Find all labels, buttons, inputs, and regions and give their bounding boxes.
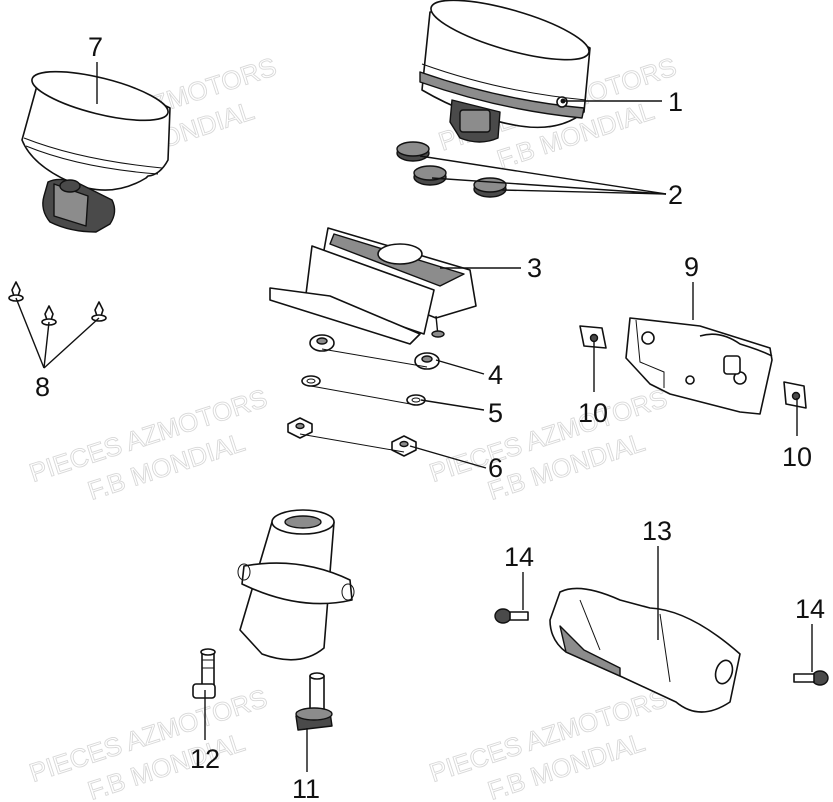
callout-9: 9 [684, 252, 699, 282]
callout-4: 4 [488, 360, 503, 390]
part-13-cover [549, 587, 741, 713]
callout-labels: 1 2 3 4 5 6 7 8 9 10 10 11 12 13 14 14 [35, 32, 825, 802]
part-14-screws [494, 608, 829, 686]
callout-12: 12 [190, 744, 220, 774]
callout-11: 11 [292, 774, 320, 802]
part-10-clip-nuts [579, 325, 807, 409]
leader-lines [15, 62, 813, 772]
callout-6: 6 [488, 453, 503, 483]
callout-13: 13 [642, 516, 672, 546]
part-1-speedometer [419, 0, 591, 143]
callout-10-right: 10 [782, 442, 812, 472]
callout-2: 2 [668, 180, 683, 210]
callout-1: 1 [668, 87, 683, 117]
part-11-pin [295, 672, 333, 731]
callout-7: 7 [88, 32, 103, 62]
callout-10-left: 10 [578, 398, 608, 428]
part-2-grommets [396, 141, 507, 198]
callout-14-left: 14 [504, 542, 534, 572]
callout-14-right: 14 [795, 594, 825, 624]
pair-tie-lines [299, 348, 428, 453]
part-9-mounting-plate [625, 317, 773, 415]
part-4-collars [309, 334, 440, 370]
part-7-meter-cover [21, 70, 171, 233]
part-5-washers [301, 375, 426, 406]
callout-3: 3 [527, 253, 542, 283]
part-3-meter-bracket [269, 227, 477, 345]
part-12-bolt [192, 648, 216, 699]
callout-8: 8 [35, 372, 50, 402]
steering-sleeve [237, 509, 355, 661]
callout-5: 5 [488, 398, 503, 428]
